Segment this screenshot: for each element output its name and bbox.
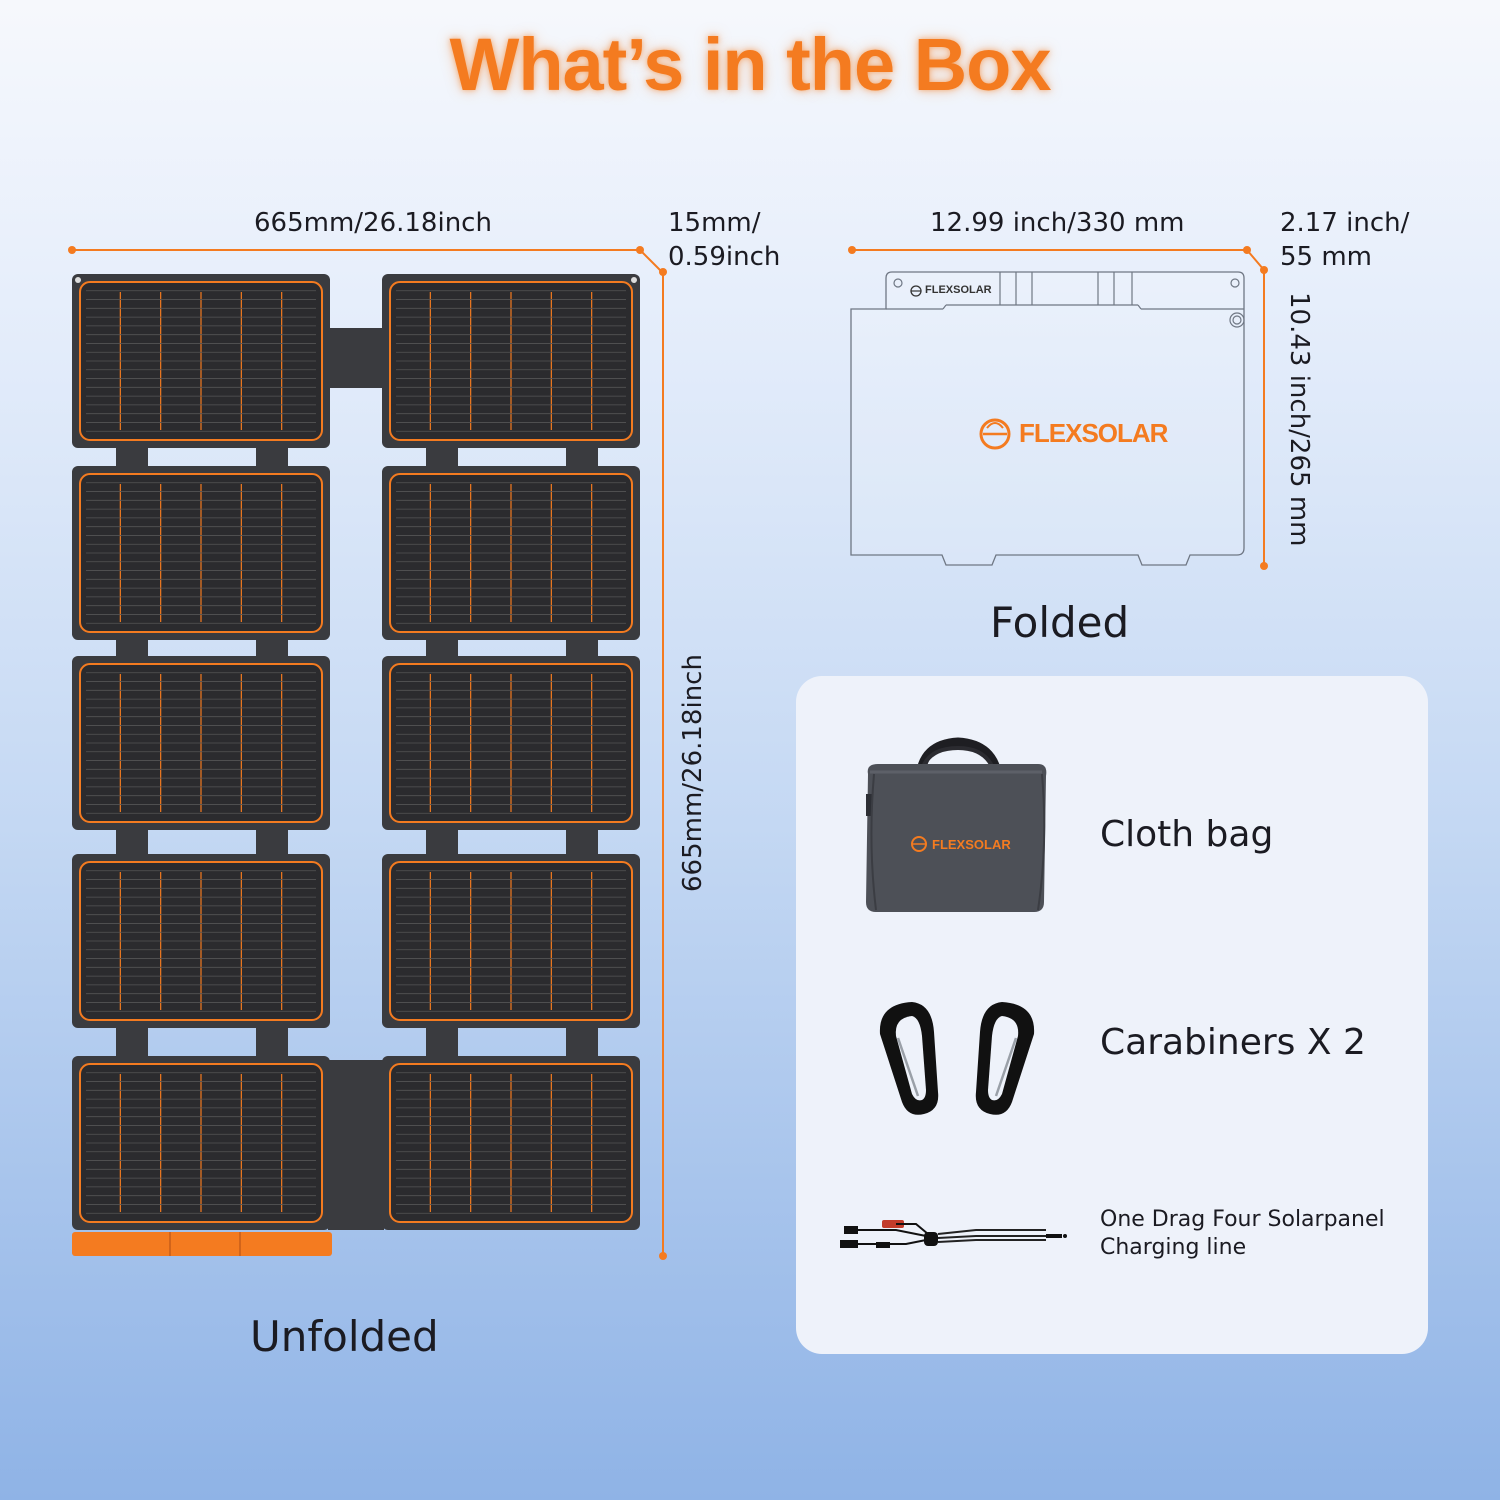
panel-connector xyxy=(328,1060,384,1230)
carabiner-icon xyxy=(879,1002,1035,1115)
cloth-bag-icon xyxy=(866,737,1047,912)
unfolded-width-label: 665mm/26.18inch xyxy=(254,208,492,238)
panel-hinge xyxy=(256,638,288,658)
folded-thickness-label-line2: 55 mm xyxy=(1280,242,1373,272)
folded-brand-logo: FLEXSOLAR xyxy=(1019,418,1168,448)
panel-hinge xyxy=(426,828,458,856)
folded-caption: Folded xyxy=(990,598,1130,647)
folded-height-label: 10.43 inch/265 mm xyxy=(1284,292,1314,547)
cloth-bag-brand: FLEXSOLAR xyxy=(932,837,1011,852)
junction-box-pocket xyxy=(72,1232,332,1256)
folded-solar-panel-illustration xyxy=(850,271,1245,566)
panel-hinge xyxy=(116,446,148,468)
charging-cable-icon xyxy=(840,1220,1067,1248)
panel-hinge xyxy=(566,828,598,856)
panel-hinge xyxy=(116,828,148,856)
panel-hinge xyxy=(426,1026,458,1058)
unfolded-thickness-label-line1: 15mm/ xyxy=(668,208,761,238)
panel-hinge xyxy=(566,1026,598,1058)
unfolded-caption: Unfolded xyxy=(250,1312,439,1361)
panel-hinge xyxy=(426,638,458,658)
panel-hinge xyxy=(116,1026,148,1058)
carabiners-label: Carabiners X 2 xyxy=(1100,1022,1366,1063)
unfolded-solar-panel-illustration xyxy=(72,274,640,1256)
panel-hinge xyxy=(566,446,598,468)
charging-line-label: One Drag Four Solarpanel Charging line xyxy=(1100,1207,1385,1260)
panel-hinge xyxy=(116,638,148,658)
folded-brand-small: FLEXSOLAR xyxy=(925,284,992,296)
unfolded-height-label: 665mm/26.18inch xyxy=(678,654,708,892)
unfolded-dimension-lines xyxy=(68,246,667,1260)
cloth-bag-label: Cloth bag xyxy=(1100,814,1274,855)
panel-connector xyxy=(328,328,384,388)
box-contents-card: FLEXSOLAR Cloth bag Carabiners X 2 One D… xyxy=(796,676,1428,1354)
folded-dimension-lines xyxy=(848,246,1268,570)
folded-width-label: 12.99 inch/330 mm xyxy=(930,208,1185,238)
unfolded-thickness-label-line2: 0.59inch xyxy=(668,242,781,272)
folded-thickness-label-line1: 2.17 inch/ xyxy=(1280,208,1410,238)
panel-hinge xyxy=(256,828,288,856)
page-title: What’s in the Box xyxy=(449,23,1051,106)
panel-hinge xyxy=(566,638,598,658)
panel-hinge xyxy=(426,446,458,468)
panel-hinge xyxy=(256,1026,288,1058)
panel-hinge xyxy=(256,446,288,468)
